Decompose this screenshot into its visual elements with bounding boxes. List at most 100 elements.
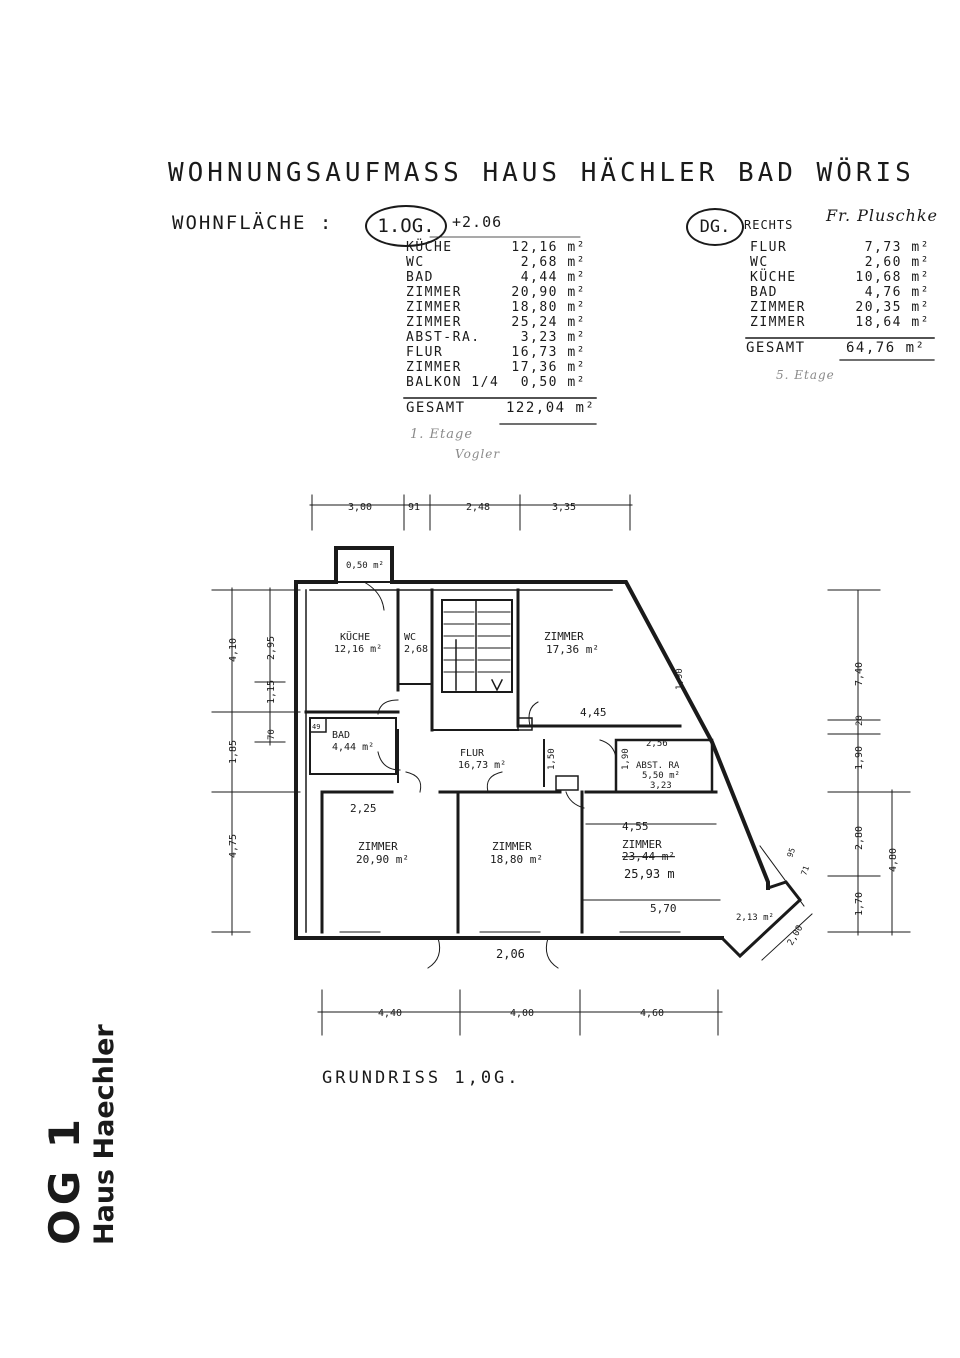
dim-text: 95 — [785, 846, 797, 858]
bathroom-outline — [309, 717, 397, 775]
room-area: 16,73 m² — [511, 345, 586, 360]
room-name: WC — [406, 255, 425, 270]
room-label-zimmer-ne: ZIMMER — [544, 630, 584, 643]
dim-text: 4,75 — [228, 834, 239, 858]
door-arc — [363, 581, 385, 611]
room-label-flur: FLUR — [460, 748, 485, 759]
dim-text: 1,90 — [675, 668, 685, 690]
dim-text: 5,70 — [650, 902, 677, 915]
room-name: ZIMMER — [406, 300, 462, 315]
dim-text: 4,00 — [510, 1008, 534, 1019]
document-title: WOHNUNGSAUFMASS HAUS HÄCHLER BAD WÖRIS — [168, 158, 915, 188]
list-item: ZIMMER 25,24 m² — [406, 315, 586, 330]
dim-text: 2,80 — [854, 826, 865, 850]
room-name: ZIMMER — [750, 300, 806, 315]
dim-text: 1,90 — [854, 746, 865, 770]
room-name: BAD — [750, 285, 778, 300]
door-arc — [427, 937, 441, 969]
stair-arrow-head — [490, 678, 504, 692]
og-note-tenant: Vogler — [455, 447, 501, 461]
room-area-zimmer-s: 18,80 m² — [490, 853, 543, 866]
dim-text: 2,25 — [350, 802, 377, 815]
dg-circled-label: DG. — [686, 208, 744, 246]
room-name: KÜCHE — [750, 270, 797, 285]
dim-text: 1,85 — [228, 740, 239, 764]
room-area: 3,23 m² — [520, 330, 586, 345]
dg-note-floor: 5. Etage — [776, 368, 835, 382]
bad-fixture-label: 49 — [312, 723, 320, 731]
list-item: FLUR 16,73 m² — [406, 345, 586, 360]
dg-total-value: 64,76 m² — [846, 340, 926, 356]
dim-line-erker — [761, 913, 813, 961]
room-area: 25,24 m² — [511, 315, 586, 330]
room-area: 20,90 m² — [511, 285, 586, 300]
shaft — [555, 775, 579, 791]
room-label-zimmer-sw: ZIMMER — [358, 840, 398, 853]
og-total-value: 122,04 m² — [506, 400, 596, 416]
dim-text: 4,55 — [622, 820, 649, 833]
room-area: 20,35 m² — [855, 300, 930, 315]
room-label-storage: ABST. RA — [636, 761, 680, 771]
room-area-storage-alt: 3,23 — [650, 781, 672, 791]
room-area: 2,68 m² — [520, 255, 586, 270]
room-area-bad: 4,44 m² — [332, 742, 374, 753]
room-area-zimmer-se: 25,93 m — [624, 867, 675, 881]
room-area: 12,16 m² — [511, 240, 586, 255]
og-circled-label: 1.OG. — [365, 205, 447, 247]
room-area: 0,50 m² — [520, 375, 586, 390]
list-item: WC 2,68 m² — [406, 255, 586, 270]
room-area-zimmer-se-struck: 23,44 m² — [622, 850, 675, 863]
room-area-kitchen: 12,16 m² — [334, 644, 382, 655]
room-area: 10,68 m² — [855, 270, 930, 285]
plan-caption: GRUNDRISS 1,0G. — [322, 1068, 521, 1088]
dim-text: 71 — [799, 864, 811, 876]
side-note-house: Haus Haechler — [89, 1024, 120, 1245]
room-label-zimmer-se: ZIMMER — [622, 838, 662, 851]
dim-text: 1,15 — [266, 680, 277, 704]
room-label-wc: WC — [404, 632, 416, 643]
room-area: 7,73 m² — [864, 240, 930, 255]
dim-text: 2,95 — [266, 636, 277, 660]
room-area-zimmer-sw: 20,90 m² — [356, 853, 409, 866]
room-name: WC — [750, 255, 769, 270]
dg-tenant-name: Fr. Pluschke — [826, 206, 938, 225]
room-area: 2,60 m² — [864, 255, 930, 270]
list-item: BALKON 1/4 0,50 m² — [406, 375, 586, 390]
dim-text: 3,00 — [348, 502, 372, 513]
room-name: ZIMMER — [406, 360, 462, 375]
list-item: BAD 4,76 m² — [750, 285, 930, 300]
dim-text: 4,80 — [888, 848, 899, 872]
balcony-area: 0,50 m² — [346, 561, 384, 571]
dim-text: 91 — [408, 502, 420, 513]
room-area: 18,80 m² — [511, 300, 586, 315]
dim-text: 2,56 — [646, 739, 668, 749]
door-arc — [377, 751, 401, 771]
og-note-floor: 1. Etage — [410, 427, 474, 442]
room-area-erker: 2,13 m² — [736, 913, 774, 923]
dim-text: 4,10 — [228, 638, 239, 662]
room-area: 4,76 m² — [864, 285, 930, 300]
room-name: BALKON 1/4 — [406, 375, 500, 390]
dim-text: 20 — [855, 715, 865, 726]
room-name: BAD — [406, 270, 434, 285]
room-name: FLUR — [406, 345, 444, 360]
room-label-kitchen: KÜCHE — [340, 630, 370, 643]
side-note-floor: OG 1 — [40, 1114, 89, 1245]
room-label-zimmer-s: ZIMMER — [492, 840, 532, 853]
og-total-label: GESAMT — [406, 400, 466, 416]
dim-text: 7,40 — [854, 662, 865, 686]
room-name: ZIMMER — [750, 315, 806, 330]
room-area-flur: 16,73 m² — [458, 760, 506, 771]
room-name: ABST-RA. — [406, 330, 481, 345]
door-arc — [545, 937, 559, 969]
room-name: ZIMMER — [406, 315, 462, 330]
stair-steps — [443, 611, 511, 673]
dim-text: 4,45 — [580, 706, 607, 719]
dim-text: 3,35 — [552, 502, 576, 513]
chimney — [517, 717, 533, 731]
